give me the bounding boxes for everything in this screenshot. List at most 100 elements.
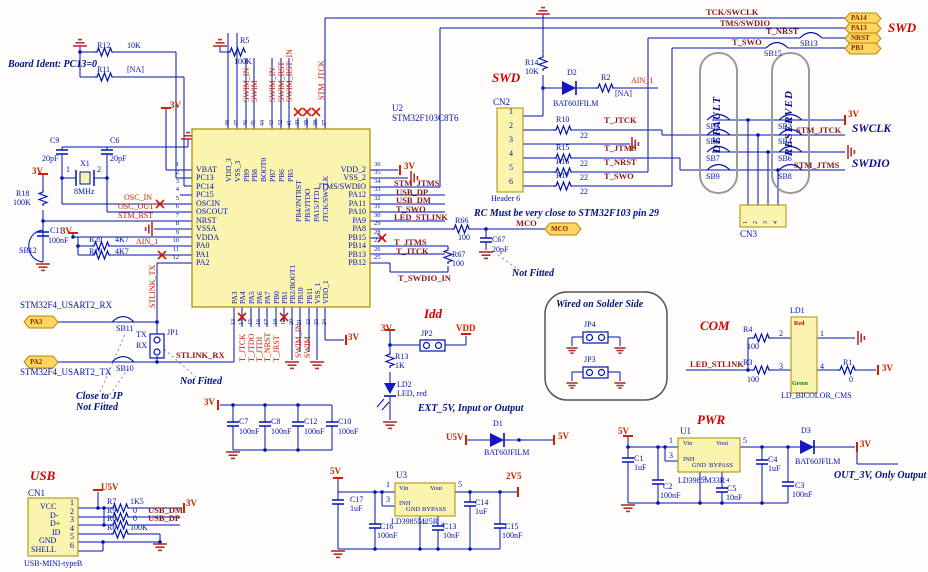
label: R67 — [452, 250, 466, 259]
label: C7 — [239, 417, 249, 426]
label: U2 — [392, 103, 403, 113]
label: JP3 — [584, 355, 596, 364]
label: 1 — [669, 436, 673, 445]
mcu-pin-name: PA0 — [196, 241, 210, 250]
junction-dot — [296, 403, 300, 407]
label: 3V — [186, 498, 197, 508]
label: 5 — [743, 436, 747, 445]
mcu-pin-number: 30 — [374, 212, 381, 219]
label: 5V — [558, 431, 569, 441]
mcu-pin-number: 23 — [314, 319, 320, 325]
resistor — [752, 332, 770, 344]
label: 100 — [747, 342, 759, 351]
label: STM_JTMS — [394, 178, 440, 188]
jumper-pin — [597, 368, 606, 377]
u1-regulator — [677, 437, 741, 473]
label: 22 — [580, 173, 588, 182]
label: LD2 — [397, 380, 412, 389]
label: CN3 — [740, 229, 758, 239]
mcu-pin-number: 39 — [304, 120, 310, 126]
label: 1K — [395, 361, 405, 370]
label: R9 — [107, 506, 117, 515]
mcu-pin-number: 36 — [374, 161, 381, 168]
junction-dot — [436, 547, 440, 551]
label: USB_DM — [396, 195, 431, 205]
label: 100nF — [377, 531, 398, 540]
junction-dot — [105, 176, 109, 180]
mcu-pin-number: 12 — [172, 254, 180, 261]
mcu-pin-name: PA12 — [348, 190, 367, 199]
label: SWDIO — [852, 158, 890, 170]
label: C13 — [443, 522, 457, 531]
leader-line — [496, 253, 517, 269]
connector-pin-number: 6 — [509, 177, 513, 186]
label: USB — [30, 468, 56, 483]
junction-dot — [101, 540, 105, 544]
label: STM32F103C8T6 — [392, 113, 459, 123]
label: Header 6 — [491, 194, 521, 203]
label: T_JTCK — [238, 334, 247, 362]
label: JP4 — [584, 320, 596, 329]
mcu-pin-name: PA11 — [348, 199, 366, 208]
mcu-pin-name: VSS_2 — [343, 173, 366, 182]
label: D- — [50, 511, 59, 520]
label: 3 — [669, 451, 673, 460]
label: C67 — [492, 235, 506, 244]
label: ID — [52, 528, 61, 537]
mcu-pin-number: 37 — [322, 120, 328, 126]
junction-dot — [760, 445, 764, 449]
solder-bridge — [706, 145, 731, 153]
mcu-pin-name: PA15/JTD1 — [312, 186, 321, 222]
net-tag-label: NRST — [851, 34, 870, 42]
label: SB6 — [778, 154, 792, 163]
mcu-pin-number: 5 — [175, 195, 179, 202]
label: R17 — [556, 171, 570, 180]
mcu-pin-name: PA1 — [196, 250, 210, 259]
label: 4 — [70, 524, 74, 533]
resistor — [228, 46, 246, 58]
label: C14 — [475, 498, 489, 507]
label: 3V — [404, 161, 415, 171]
mcu-pin-number: 1 — [175, 161, 179, 168]
mcu-pin-number: 42 — [278, 120, 284, 126]
label: 3 — [763, 221, 769, 224]
connector-pin-number: 5 — [509, 163, 513, 172]
label: 4K7 — [115, 235, 129, 244]
label: SB15 — [764, 49, 782, 58]
label: SB12 — [19, 246, 37, 255]
label: BAT60JFILM — [484, 448, 530, 457]
label: C11 — [50, 226, 64, 235]
mcu-pin-name: JTMS/SWDIO — [317, 182, 366, 191]
label: MCO — [516, 218, 537, 228]
mcu-pin-number: 45 — [251, 120, 257, 126]
label: BAT60JFILM — [553, 99, 599, 108]
junction-dot — [60, 176, 64, 180]
mcu-pin-name: PB4/JNTRST — [294, 180, 303, 222]
label: Board Ident: PC13=0 — [8, 59, 98, 70]
resistor — [554, 124, 572, 136]
label: STM_RST — [118, 211, 154, 220]
label: C8 — [271, 417, 281, 426]
label: LD1 — [790, 306, 805, 315]
label: SB4 — [778, 137, 792, 146]
label: 8MHz — [74, 187, 95, 196]
label: 100nF — [239, 427, 260, 436]
net-tag-label: PA3 — [30, 317, 43, 326]
option-group-outline — [699, 52, 738, 194]
label: C1 — [634, 454, 644, 463]
label: R8 — [107, 514, 117, 523]
label: 100K — [130, 523, 148, 532]
label: R13 — [395, 352, 409, 361]
label: 4 — [726, 477, 730, 484]
label: 3V — [348, 332, 359, 342]
junction-dot — [766, 150, 770, 154]
junction-dot — [388, 343, 392, 347]
mcu-pin-number: 19 — [281, 319, 287, 325]
ld1-bicolor-led — [790, 316, 818, 394]
junction-dot — [418, 547, 422, 551]
jumper — [582, 331, 609, 344]
mcu-pin-number: 22 — [306, 319, 312, 325]
solder-bridge — [706, 128, 731, 136]
cn2-connector — [496, 107, 524, 193]
